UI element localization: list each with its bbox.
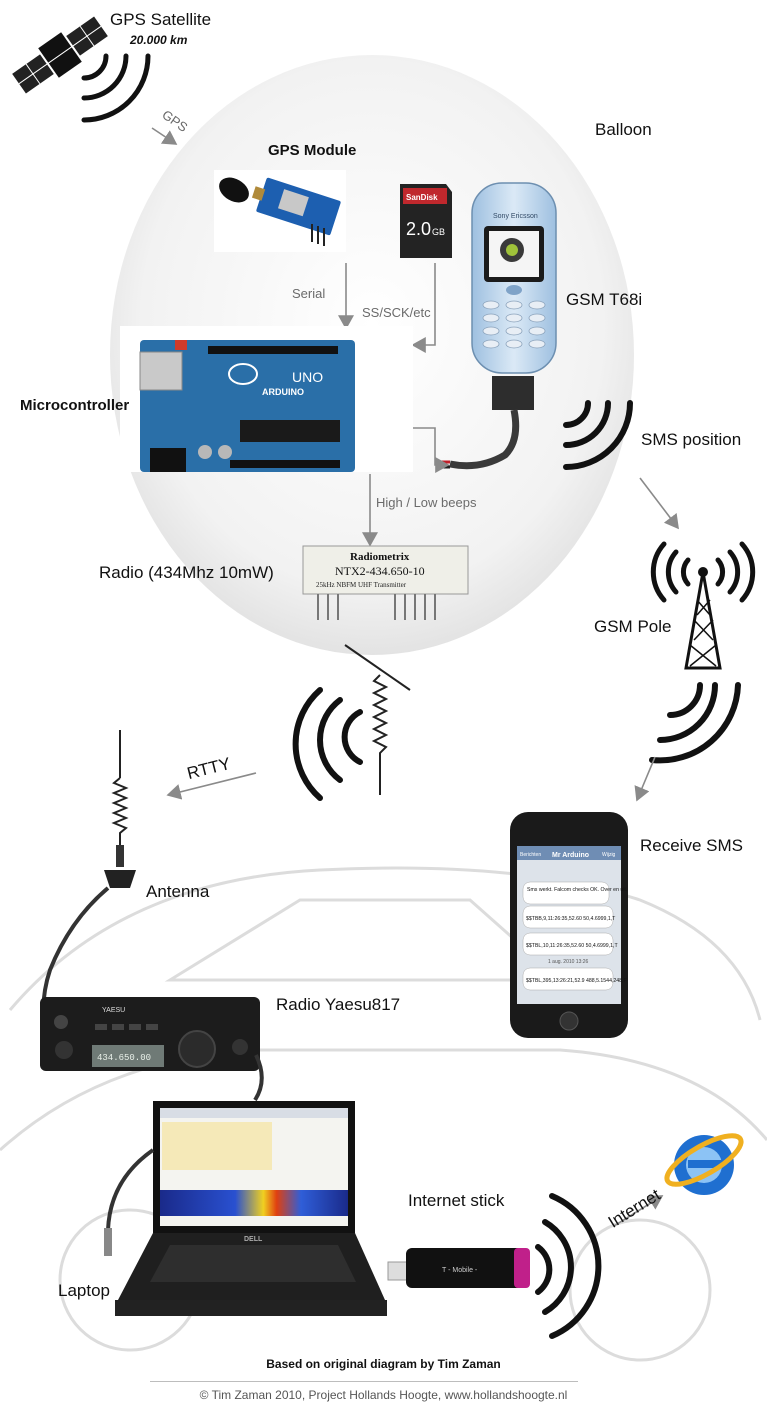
serial-connection-label: Serial xyxy=(292,286,325,301)
sms-message-list: Sms werkt. Falcom checks OK. Over en uit… xyxy=(522,881,627,991)
radio-module-icon xyxy=(302,545,469,620)
ss-sck-connection-label: SS/SCK/etc xyxy=(362,305,431,320)
gsm-pole-waves-icon xyxy=(649,682,741,764)
internet-stick-label: Internet stick xyxy=(408,1191,505,1210)
spring-antenna-icon xyxy=(344,644,411,795)
laptop-brand: DELL xyxy=(244,1236,263,1243)
internet-stick-brand: T - Mobile - xyxy=(442,1267,478,1274)
yaesu-frequency-display: 434.650.00 xyxy=(97,1053,151,1063)
rtty-signal-waves-icon xyxy=(292,687,363,801)
internet-stick: T - Mobile - Internet stick xyxy=(387,1191,602,1339)
laptop: DELL Laptop xyxy=(58,1101,387,1316)
beeps-connection-label: High / Low beeps xyxy=(376,495,477,510)
sms-signal-waves-icon xyxy=(563,400,633,470)
gps-module-image xyxy=(214,170,346,252)
audio-cable xyxy=(106,1148,155,1231)
sd-card: SanDisk 2.0 GB xyxy=(400,184,452,258)
gsm-phone: Sony Ericsson GSM T68i xyxy=(440,182,642,470)
gsm-phone-label: GSM T68i xyxy=(566,290,642,309)
gps-satellite-distance: 20.000 km xyxy=(129,33,188,47)
microcontroller-label: Microcontroller xyxy=(20,397,129,414)
rtty-connection-label: RTTY xyxy=(185,754,232,783)
sms-arrow xyxy=(639,477,679,530)
phone-cable xyxy=(449,409,520,470)
radio-module-desc: 25kHz NBFM UHF Transmitter xyxy=(316,581,407,589)
sd-card-capacity: 2.0 xyxy=(406,219,431,239)
gsm-pole-label: GSM Pole xyxy=(594,617,671,636)
sms-header-title: Mr Arduino xyxy=(552,852,589,859)
usb-stick-icon xyxy=(387,1248,530,1288)
sd-card-unit: GB xyxy=(432,227,445,237)
receive-sms-arrow xyxy=(634,756,656,802)
gps-satellite: GPS Satellite 20.000 km xyxy=(12,10,211,123)
receive-sms-label: Receive SMS xyxy=(640,836,743,855)
gps-satellite-label: GPS Satellite xyxy=(110,10,211,29)
cell-tower-icon xyxy=(650,541,756,670)
internet-signal-waves-icon xyxy=(535,1193,602,1339)
arduino-brand: ARDUINO xyxy=(262,387,304,397)
arduino-board-name: UNO xyxy=(292,369,323,385)
arduino-board-icon xyxy=(120,326,413,472)
background xyxy=(0,55,767,1362)
microcontroller: ARDUINO UNO Microcontroller xyxy=(20,326,413,472)
balloon-label: Balloon xyxy=(595,120,652,139)
audio-jack-icon xyxy=(104,1228,112,1256)
radio-module-model: NTX2-434.650-10 xyxy=(335,564,425,578)
sd-card-brand: SanDisk xyxy=(406,193,438,202)
phone-connector xyxy=(492,376,534,410)
radio-yaesu: YAESU 434.650.00 Radio Yaesu817 xyxy=(40,995,400,1102)
sms-header-left: Berichten xyxy=(520,852,541,858)
radio-module: Radiometrix NTX2-434.650-10 25kHz NBFM U… xyxy=(99,545,469,620)
laptop-label: Laptop xyxy=(58,1281,110,1300)
sms-header-right: Wijzig xyxy=(602,852,616,858)
radio-yaesu-label: Radio Yaesu817 xyxy=(276,995,400,1014)
sms-position: SMS position xyxy=(563,400,741,470)
satellite-icon xyxy=(12,16,108,94)
gps-module: GPS Module xyxy=(214,142,356,252)
sms-position-label: SMS position xyxy=(641,430,741,449)
internet-arrow xyxy=(613,1195,664,1227)
balloon-antenna xyxy=(292,644,411,801)
rtty-arrow xyxy=(166,772,257,800)
ground-antenna-icon xyxy=(104,730,136,888)
internet-explorer-icon xyxy=(664,1133,744,1195)
radio-module-label: Radio (434Mhz 10mW) xyxy=(99,563,274,582)
ghost-car-outline xyxy=(8,866,762,1021)
laptop-icon xyxy=(115,1101,387,1316)
gsm-pole: GSM Pole xyxy=(594,541,756,764)
transceiver-icon xyxy=(40,997,260,1071)
sms-message: $$TBL,10,11:26:35,52.60 50,4.6999,1,T xyxy=(526,943,618,949)
gps-module-label: GPS Module xyxy=(268,142,356,159)
yaesu-brand: YAESU xyxy=(102,1007,125,1014)
phone-icon xyxy=(471,182,557,374)
satellite-signal-waves-icon xyxy=(81,53,151,123)
sms-message: $$TBB,9,11:26:35,52.60 50,4.6999,1,T xyxy=(526,916,616,922)
radio-module-brand: Radiometrix xyxy=(350,551,410,563)
phone-brand: Sony Ericsson xyxy=(493,213,538,220)
footer-divider xyxy=(150,1381,578,1382)
gps-arrow xyxy=(151,127,178,145)
ground-antenna: Antenna xyxy=(41,730,210,1031)
sms-message: Sms werkt. Falcom checks OK. Over en uit… xyxy=(527,887,627,893)
sms-message: $$TBL,395,13:26:21,52.9 488,5.1544,248,F xyxy=(526,978,627,984)
phone-wire-arrow xyxy=(413,427,450,473)
internet-connection-label: Internet xyxy=(605,1185,664,1232)
gps-connection-label: GPS xyxy=(159,107,190,135)
copyright-text: © Tim Zaman 2010, Project Hollands Hoogt… xyxy=(199,1388,568,1402)
sms-date: 1 aug. 2010 13:26 xyxy=(548,959,589,965)
ss-sck-arrow xyxy=(411,263,436,353)
antenna-label: Antenna xyxy=(146,882,210,901)
credit-text: Based on original diagram by Tim Zaman xyxy=(266,1357,501,1371)
receive-sms: Berichten Mr Arduino Wijzig Sms werkt. F… xyxy=(510,812,743,1038)
radio-to-laptop-cable xyxy=(253,1054,264,1102)
